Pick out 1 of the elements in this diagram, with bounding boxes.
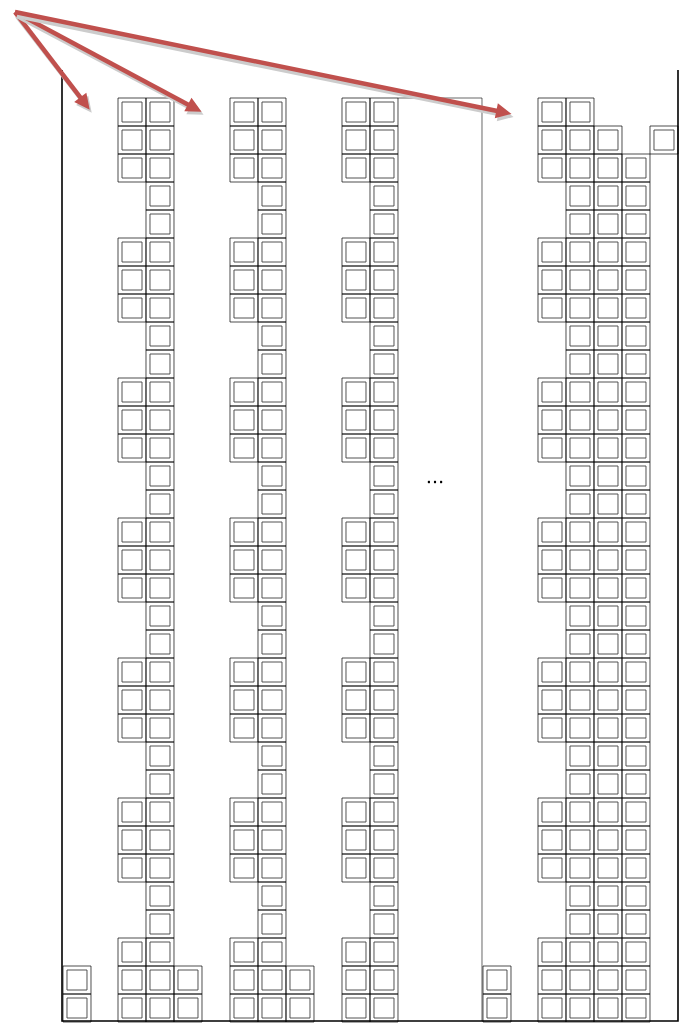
ellipsis-label: ... bbox=[427, 480, 443, 484]
